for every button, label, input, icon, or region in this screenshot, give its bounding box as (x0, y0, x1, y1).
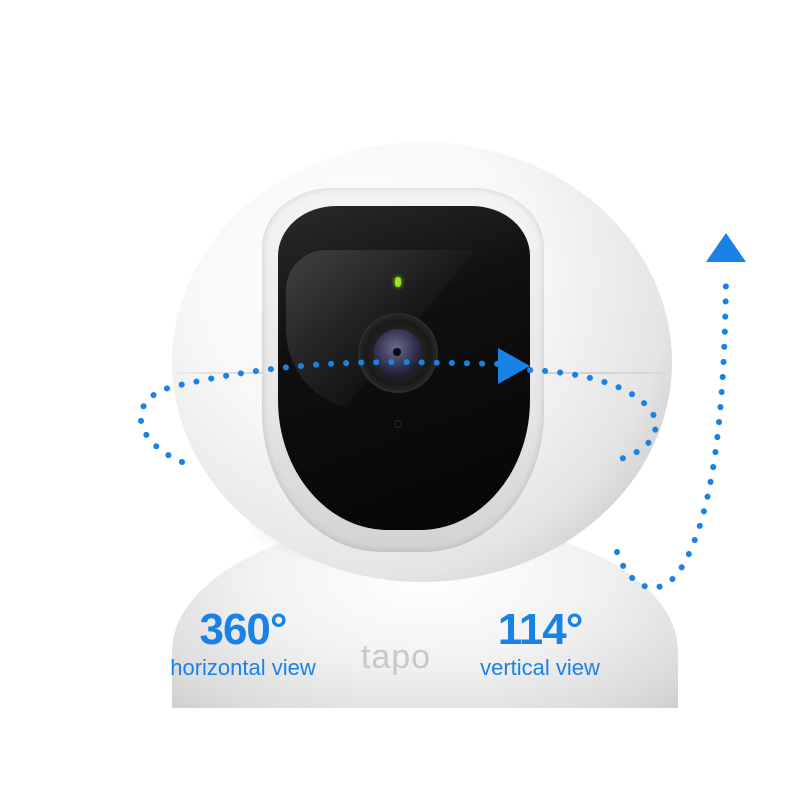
brand-logo: tapo (360, 638, 432, 676)
horizontal-view-value: 360° (199, 605, 287, 654)
dotted-tilt-arrow-icon (614, 233, 746, 591)
vertical-view-value: 114° (497, 605, 584, 654)
status-led-icon (395, 277, 401, 287)
horizontal-view-label: horizontal view (170, 655, 316, 680)
vertical-view-spec: 114° vertical view (460, 608, 620, 680)
horizontal-view-spec: 360° horizontal view (150, 608, 336, 680)
vertical-view-label: vertical view (480, 655, 600, 680)
microphone-icon (394, 420, 402, 428)
dotted-rotation-arrow-icon (137, 348, 659, 465)
lens-center (393, 348, 401, 356)
